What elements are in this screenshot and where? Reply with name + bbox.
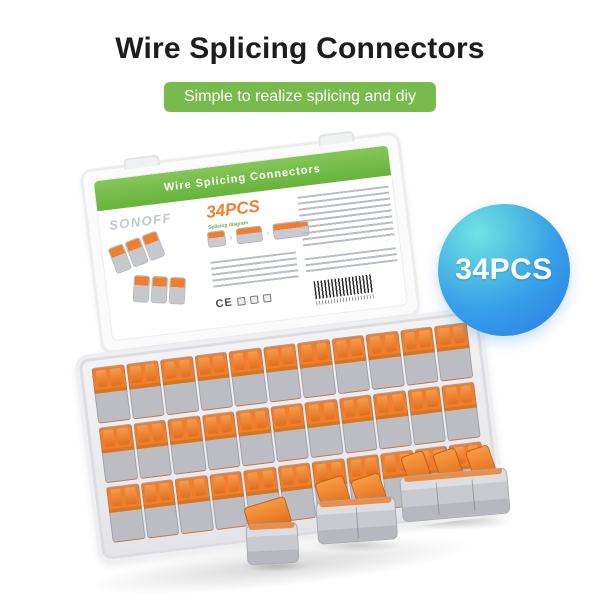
certification-mark-icon [250, 295, 260, 305]
lid-clasp [317, 130, 355, 146]
tray-connector [208, 470, 249, 531]
tray-connector [228, 347, 268, 407]
label-quantity: 34PCS [205, 196, 261, 222]
tray-connector [338, 394, 378, 454]
chevron-right-icon: › [228, 231, 234, 242]
spec-text-lines [210, 251, 299, 288]
connector-seam [436, 482, 440, 515]
page-title: Wire Splicing Connectors [115, 32, 485, 65]
tray-connector [91, 364, 131, 424]
label-photo-connectors [107, 230, 166, 275]
diagram-connector-1way [206, 229, 227, 248]
certification-row: CE [215, 292, 272, 311]
tray-connector [201, 411, 241, 471]
tray-connector [167, 415, 207, 475]
splicing-connector-3way [397, 444, 511, 523]
diagram-connector-2way [235, 225, 264, 245]
tray-connector [331, 334, 371, 395]
tray-connector [98, 423, 138, 484]
tray-connector [133, 419, 173, 480]
connector-thumb [168, 276, 187, 305]
tray-connector [262, 343, 302, 403]
tray-connector [194, 351, 234, 412]
tray-connector [441, 381, 481, 442]
connector-seam [471, 479, 476, 512]
sonoff-logo: SONOFF [108, 210, 173, 233]
tray-connector [159, 355, 200, 416]
connector-body [399, 467, 511, 523]
subtitle-banner: Simple to realize splicing and diy [163, 82, 437, 112]
tray-connector [270, 402, 310, 463]
certification-mark-icon [263, 293, 272, 303]
splicing-connector-1way [242, 495, 300, 566]
connector-body [315, 495, 399, 545]
spec-text-lines [304, 247, 398, 275]
chevron-right-icon: › [265, 227, 270, 238]
quantity-badge: 34PCS [438, 204, 570, 336]
connector-seam [355, 506, 359, 538]
connector-body [245, 522, 300, 566]
product-label: Wire Splicing Connectors SONOFF 34PCS Sp… [92, 144, 409, 342]
tray-connector [407, 385, 447, 446]
connector-thumb [132, 274, 151, 303]
connector-thumb [150, 275, 169, 304]
tray-connector [174, 474, 214, 535]
tray-connector [365, 330, 405, 391]
quantity-badge-text: 34PCS [455, 253, 553, 286]
tray-connector [297, 338, 337, 399]
tray-connector [434, 322, 474, 382]
splicing-connector-2way [314, 472, 399, 545]
tray-connector [304, 398, 344, 459]
tray-connector [400, 326, 440, 386]
tray-connector [140, 479, 180, 539]
tray-connector [373, 390, 413, 450]
label-photo-connectors [132, 274, 187, 305]
tray-connector [235, 406, 275, 467]
lid-clasp [123, 154, 161, 170]
tray-connector [106, 483, 146, 543]
tray-connector [125, 359, 165, 420]
spec-text-lines [297, 185, 395, 251]
ce-mark: CE [214, 296, 234, 311]
certification-mark-icon [237, 296, 247, 306]
